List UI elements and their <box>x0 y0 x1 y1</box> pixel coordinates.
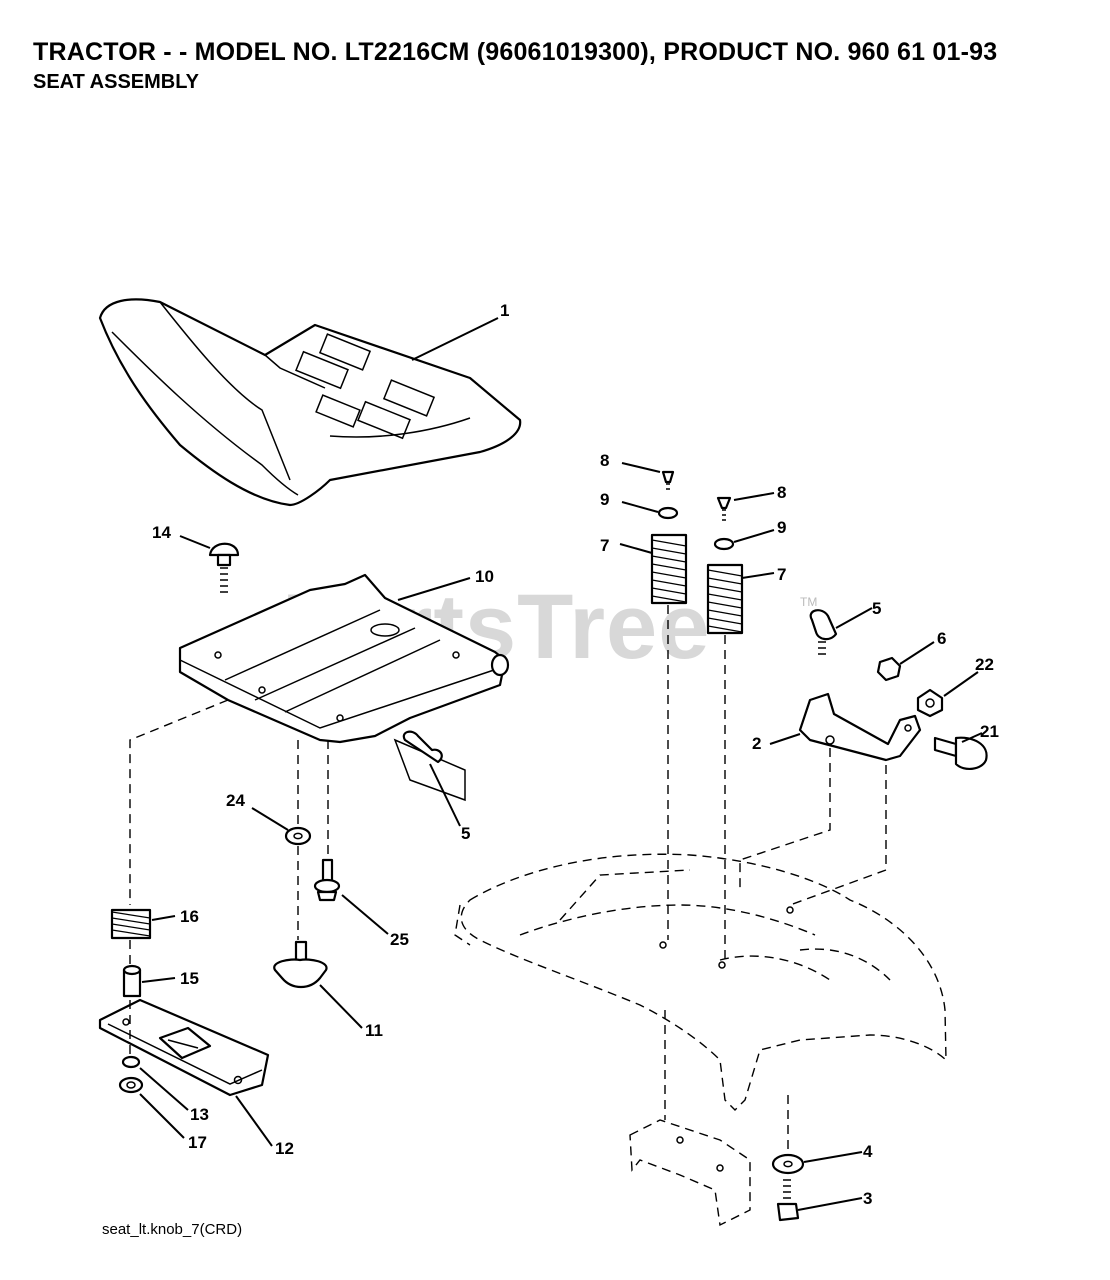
callout-3: 3 <box>863 1189 872 1208</box>
callout-14: 14 <box>152 523 171 542</box>
callout-16: 16 <box>180 907 199 926</box>
part-washer-24[interactable] <box>284 826 312 846</box>
callout-8-right: 8 <box>777 483 786 502</box>
part-bushing-15[interactable] <box>122 964 142 998</box>
drawing-code: seat_lt.knob_7(CRD) <box>102 1221 243 1238</box>
part-flange-nut-17[interactable] <box>118 1076 144 1094</box>
part-washer-9-right[interactable] <box>713 537 735 551</box>
part-wing-bolt-right[interactable] <box>809 609 838 655</box>
diagram-title: TRACTOR - - MODEL NO. LT2216CM (96061019… <box>33 38 998 66</box>
callout-1: 1 <box>500 301 509 320</box>
part-lower-bracket <box>629 1119 751 1227</box>
part-seat[interactable] <box>98 298 522 507</box>
callout-7-left: 7 <box>600 536 609 555</box>
callout-17: 17 <box>188 1133 207 1152</box>
part-shoulder-bolt-21[interactable] <box>933 736 988 770</box>
callout-15: 15 <box>180 969 199 988</box>
part-wing-bolt-left[interactable] <box>393 730 466 802</box>
part-seat-knob[interactable] <box>273 940 328 989</box>
part-hex-nut-6[interactable] <box>876 656 902 682</box>
part-bolt-8-left[interactable] <box>661 470 675 490</box>
alignment-lines <box>129 605 887 1152</box>
part-washer-4[interactable] <box>771 1153 805 1175</box>
watermark-tm: TM <box>800 595 818 609</box>
part-slide-plate[interactable] <box>98 998 270 1097</box>
callout-7-right: 7 <box>777 565 786 584</box>
callout-12: 12 <box>275 1139 294 1158</box>
part-fender <box>454 853 947 1111</box>
callout-8-left: 8 <box>600 451 609 470</box>
part-shoulder-bolt[interactable] <box>313 858 341 902</box>
callout-5-right: 5 <box>872 599 881 618</box>
diagram-subtitle: SEAT ASSEMBLY <box>33 71 199 93</box>
callout-10: 10 <box>475 567 494 586</box>
callout-22: 22 <box>975 655 994 674</box>
part-bolt-8-right[interactable] <box>716 496 732 521</box>
part-washer-9-left[interactable] <box>657 506 679 520</box>
part-seat-pan[interactable] <box>178 573 510 744</box>
leader-lines <box>139 317 983 1211</box>
callout-5-left: 5 <box>461 824 470 843</box>
part-carriage-bolt[interactable] <box>208 542 240 593</box>
callout-9-right: 9 <box>777 518 786 537</box>
callout-11: 11 <box>365 1021 383 1040</box>
callout-4: 4 <box>863 1142 873 1161</box>
part-spring-16[interactable] <box>110 908 152 940</box>
callout-2: 2 <box>752 734 761 753</box>
callout-numbers: 1 14 10 5 24 25 16 15 11 13 17 12 8 9 7 … <box>152 301 999 1208</box>
callout-6: 6 <box>937 629 946 648</box>
part-bolt-3[interactable] <box>776 1179 800 1222</box>
part-locknut-22[interactable] <box>916 688 944 718</box>
callout-24: 24 <box>226 791 245 810</box>
callout-25: 25 <box>390 930 409 949</box>
callout-21: 21 <box>980 722 999 741</box>
part-spring-7-right[interactable] <box>706 563 744 635</box>
part-nut-13[interactable] <box>121 1055 141 1069</box>
part-spring-7-left[interactable] <box>650 533 688 605</box>
callout-9-left: 9 <box>600 490 609 509</box>
part-bracket-2[interactable] <box>798 692 922 762</box>
callout-13: 13 <box>190 1105 209 1124</box>
